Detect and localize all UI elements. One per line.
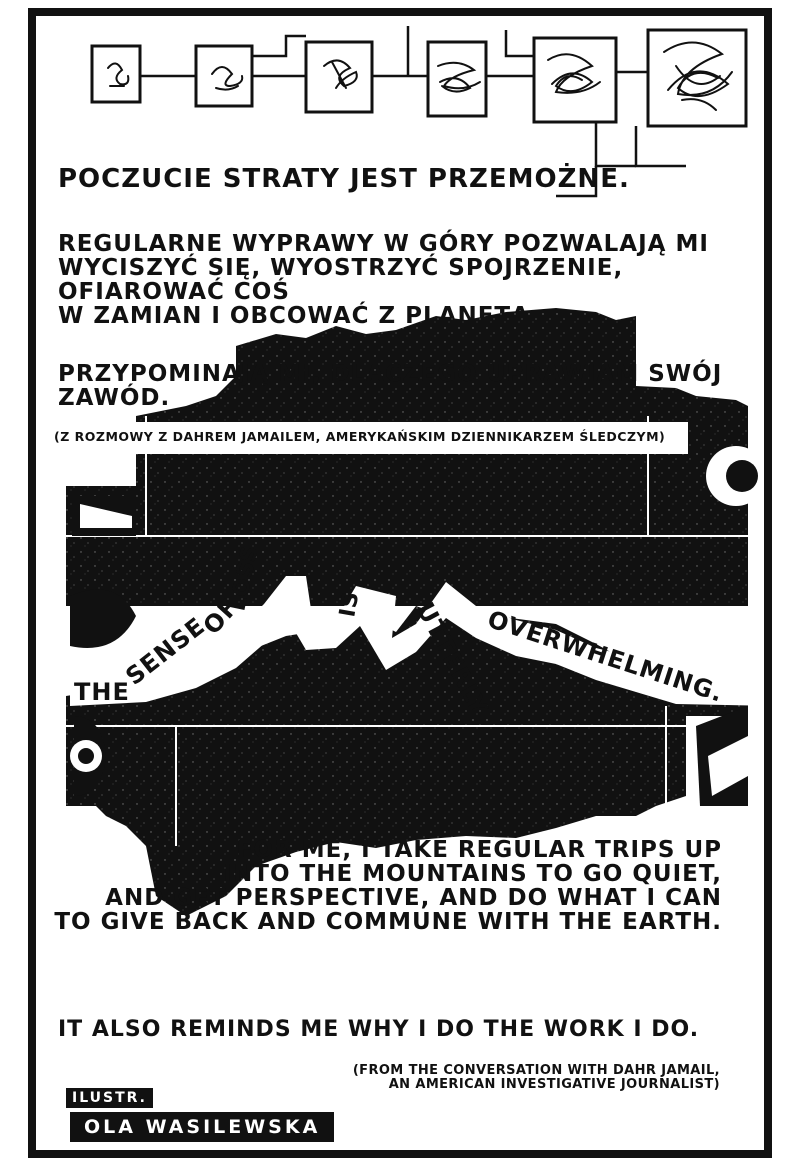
english-source-line: an American investigative journalist) bbox=[388, 1076, 720, 1092]
poster-frame: Poczucie straty jest przemożne. Regularn… bbox=[28, 8, 772, 1158]
english-reminder: It also reminds me why I do the work I d… bbox=[58, 1017, 700, 1042]
tape-band-upper bbox=[66, 486, 748, 606]
scribble-box-5 bbox=[532, 36, 618, 124]
english-source: (From the conversation with Dahr Jamail,… bbox=[353, 1064, 720, 1091]
english-paragraph-line: to give back and commune with the earth. bbox=[54, 909, 722, 936]
illustrator-credit: ILUSTR. Ola Wasilewska bbox=[66, 1088, 346, 1150]
english-paragraph-line: into the mountains to go quiet, bbox=[223, 861, 722, 888]
poster-content: Poczucie straty jest przemożne. Regularn… bbox=[36, 16, 764, 1150]
polish-source: (Z rozmowy z Dahrem Jamailem, amerykańsk… bbox=[54, 429, 666, 444]
text-ribbon bbox=[70, 576, 764, 706]
ribbon-word-is: IS bbox=[335, 589, 364, 619]
polish-reminder: Przypominają mi, dlaczego uprawiam swój … bbox=[58, 361, 723, 412]
upper-mountain bbox=[136, 308, 748, 516]
polish-headline: Poczucie straty jest przemożne. bbox=[58, 164, 630, 194]
polish-paragraph-line: Regularne wyprawy w góry pozwalają mi bbox=[58, 231, 709, 257]
credit-name: Ola Wasilewska bbox=[70, 1112, 335, 1142]
english-paragraph-line: and get perspective, and do what I can bbox=[105, 885, 722, 912]
scribble-box-6 bbox=[646, 28, 748, 128]
lower-mountain bbox=[66, 606, 748, 916]
ribbon-word-the: THE bbox=[74, 678, 130, 706]
mountain-tape-illustration: THE SENSE OF LOSS IS UTTERLY OVERWHELMIN… bbox=[66, 308, 764, 916]
scribble-flowchart bbox=[90, 26, 748, 198]
polish-paragraph-line: wyciszyć się, wyostrzyć spojrzenie, ofia… bbox=[58, 255, 624, 306]
scribble-box-1 bbox=[90, 44, 142, 104]
english-paragraph-line: For me, I take regular trips up bbox=[236, 837, 722, 863]
credit-label: ILUSTR. bbox=[66, 1088, 153, 1108]
polish-quote-bar bbox=[48, 422, 688, 454]
english-source-line: (From the conversation with Dahr Jamail, bbox=[352, 1063, 720, 1078]
english-paragraph: For me, I take regular trips up into the… bbox=[54, 838, 722, 935]
